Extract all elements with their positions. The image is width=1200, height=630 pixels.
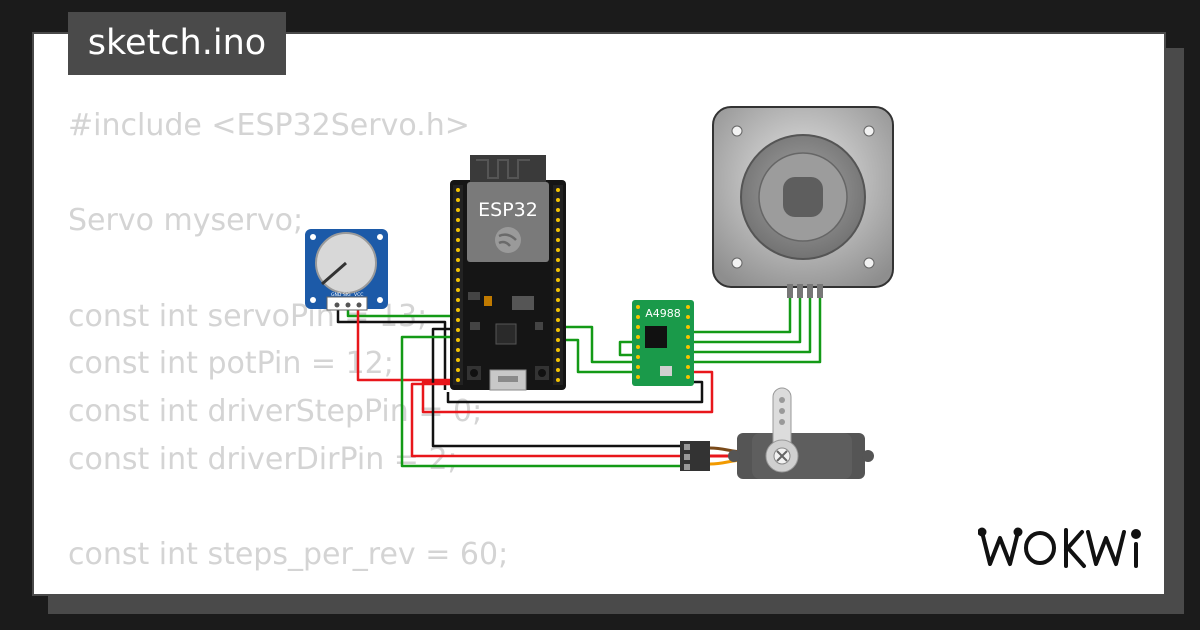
code-line: const int driverStepPin = 0; — [68, 394, 483, 430]
wire-pot-vcc — [356, 305, 456, 382]
wire-driver-vmot — [421, 370, 714, 414]
pot-pin-gnd-label: GND — [331, 292, 342, 298]
file-tab[interactable]: sketch.ino — [68, 12, 286, 75]
wokwi-logo[interactable] — [978, 524, 1148, 574]
esp32-board[interactable]: ESP32 — [450, 155, 566, 391]
espressif-logo-icon — [495, 227, 521, 253]
motor-screw-icon — [731, 257, 743, 269]
code-line: const int potPin = 12; — [68, 346, 394, 382]
stepper-motor[interactable] — [712, 106, 894, 298]
wire-servo-gnd — [431, 327, 684, 448]
wire-servo-sig — [400, 335, 684, 468]
code-line: const int driverDirPin = 2; — [68, 441, 458, 477]
code-line: const int steps_per_rev = 60; — [68, 537, 509, 573]
motor-screw-icon — [863, 125, 875, 137]
motor-leads — [787, 284, 823, 298]
code-line: Servo myservo; — [68, 203, 304, 239]
wire-driver-dir — [562, 338, 638, 374]
project-card — [32, 32, 1166, 596]
wire-motor-3 — [690, 296, 812, 354]
wire-servo-vcc — [410, 382, 684, 458]
pot-pin-sig-label: SIG — [343, 292, 351, 298]
code-line: #include <ESP32Servo.h> — [68, 108, 470, 143]
esp32-label: ESP32 — [478, 199, 538, 221]
pot-knob-indicator — [321, 261, 347, 286]
pot-pin-vcc-label: VCC — [354, 292, 363, 298]
wire-motor-1 — [690, 296, 792, 334]
driver-label: A4988 — [645, 307, 681, 320]
servo-motor[interactable] — [680, 387, 874, 479]
motor-screw-icon — [731, 125, 743, 137]
wire-driver-step — [562, 325, 638, 364]
wire-pot-gnd — [336, 305, 447, 390]
motor-screw-icon — [863, 257, 875, 269]
esp32-pins — [453, 185, 563, 385]
wire-driver-gnd — [446, 380, 704, 404]
wires — [336, 296, 822, 468]
esp32-buttons — [467, 366, 549, 380]
wire-motor-4 — [690, 296, 822, 364]
potentiometer[interactable]: GND SIG VCC — [305, 229, 388, 311]
file-tab-label: sketch.ino — [87, 23, 267, 63]
a4988-driver[interactable]: A4988 — [632, 300, 694, 386]
motor-shaft — [783, 177, 823, 217]
code-editor[interactable]: #include <ESP32Servo.h> Servo myservo; c… — [68, 102, 508, 579]
wire-motor-2 — [690, 296, 802, 344]
wire-driver-loop — [618, 340, 638, 357]
